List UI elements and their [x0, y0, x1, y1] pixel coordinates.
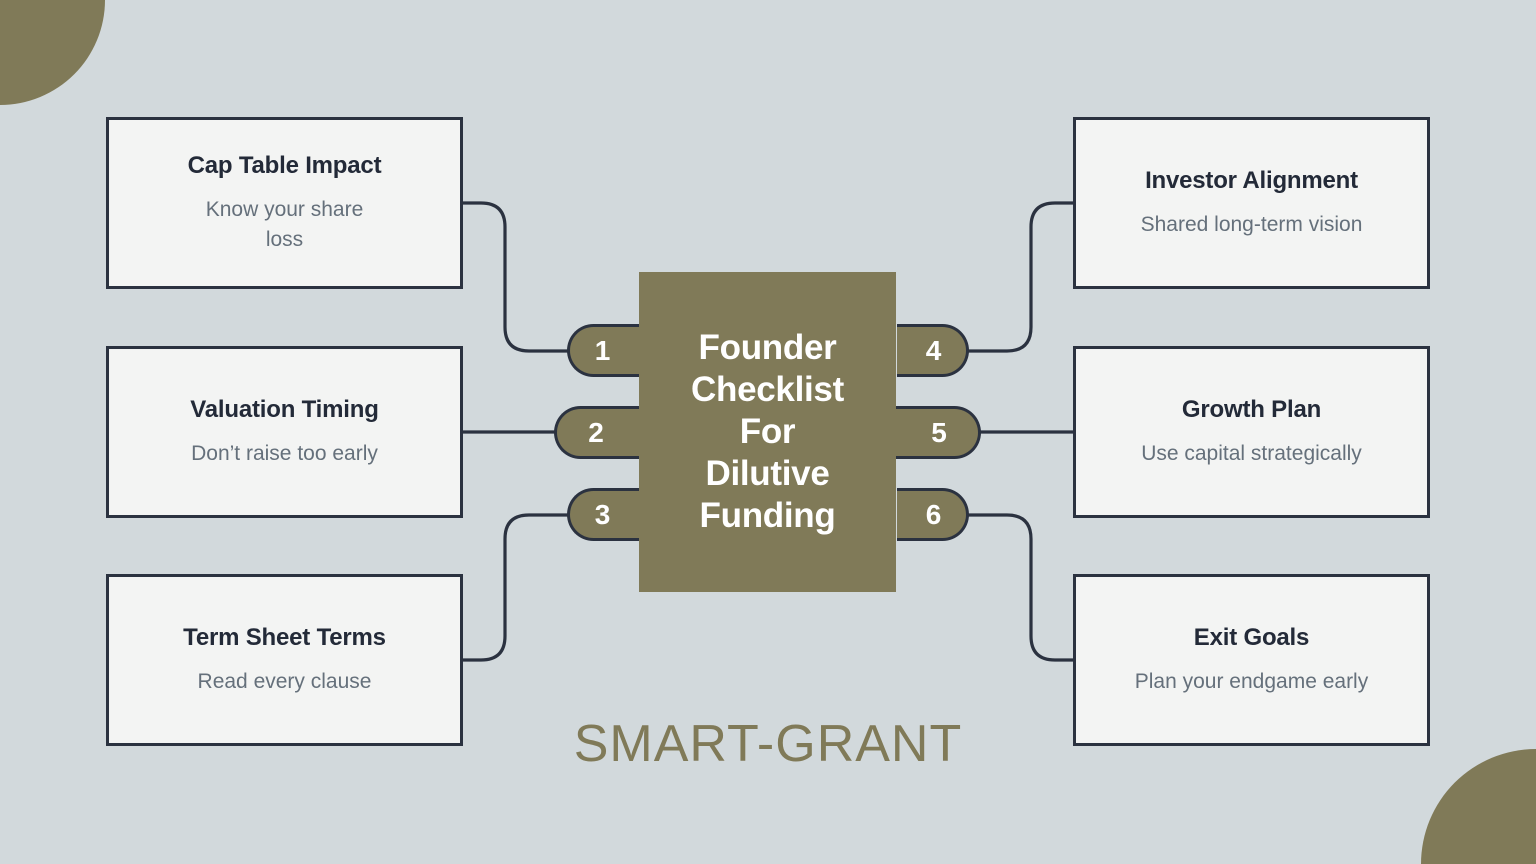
- card-subtitle: Shared long-term vision: [1140, 213, 1363, 237]
- card-title: Term Sheet Terms: [183, 624, 386, 652]
- card-subtitle: Read every clause: [197, 670, 372, 694]
- connector-line-4: [966, 201, 1073, 353]
- step-badge-3[interactable]: 3: [567, 488, 639, 541]
- card-title: Cap Table Impact: [187, 152, 382, 180]
- center-title: Founder Checklist For Dilutive Funding: [691, 328, 844, 535]
- card-title: Exit Goals: [1193, 624, 1310, 652]
- card-title: Investor Alignment: [1145, 167, 1358, 195]
- step-badge-2[interactable]: 2: [554, 406, 639, 459]
- card-subtitle: Plan your endgame early: [1134, 670, 1369, 694]
- checklist-card-3[interactable]: Term Sheet Terms Read every clause: [106, 574, 463, 746]
- step-badge-5[interactable]: 5: [896, 406, 981, 459]
- checklist-card-5[interactable]: Growth Plan Use capital strategically: [1073, 346, 1430, 518]
- card-subtitle: Don’t raise too early: [191, 442, 378, 466]
- checklist-card-6[interactable]: Exit Goals Plan your endgame early: [1073, 574, 1430, 746]
- connector-line-6: [966, 513, 1073, 662]
- card-title: Growth Plan: [1181, 396, 1322, 424]
- brand-wordmark: SMART-GRANT: [573, 715, 963, 773]
- card-subtitle: Know your share loss: [205, 198, 364, 251]
- card-title: Valuation Timing: [190, 396, 379, 424]
- center-panel: Founder Checklist For Dilutive Funding: [639, 272, 896, 592]
- card-subtitle: Use capital strategically: [1141, 442, 1362, 466]
- step-badge-4[interactable]: 4: [897, 324, 969, 377]
- step-badge-1[interactable]: 1: [567, 324, 639, 377]
- checklist-card-4[interactable]: Investor Alignment Shared long-term visi…: [1073, 117, 1430, 289]
- checklist-card-2[interactable]: Valuation Timing Don’t raise too early: [106, 346, 463, 518]
- checklist-card-1[interactable]: Cap Table Impact Know your share loss: [106, 117, 463, 289]
- connector-line-1: [463, 201, 570, 353]
- step-badge-6[interactable]: 6: [897, 488, 969, 541]
- connector-line-3: [463, 513, 570, 662]
